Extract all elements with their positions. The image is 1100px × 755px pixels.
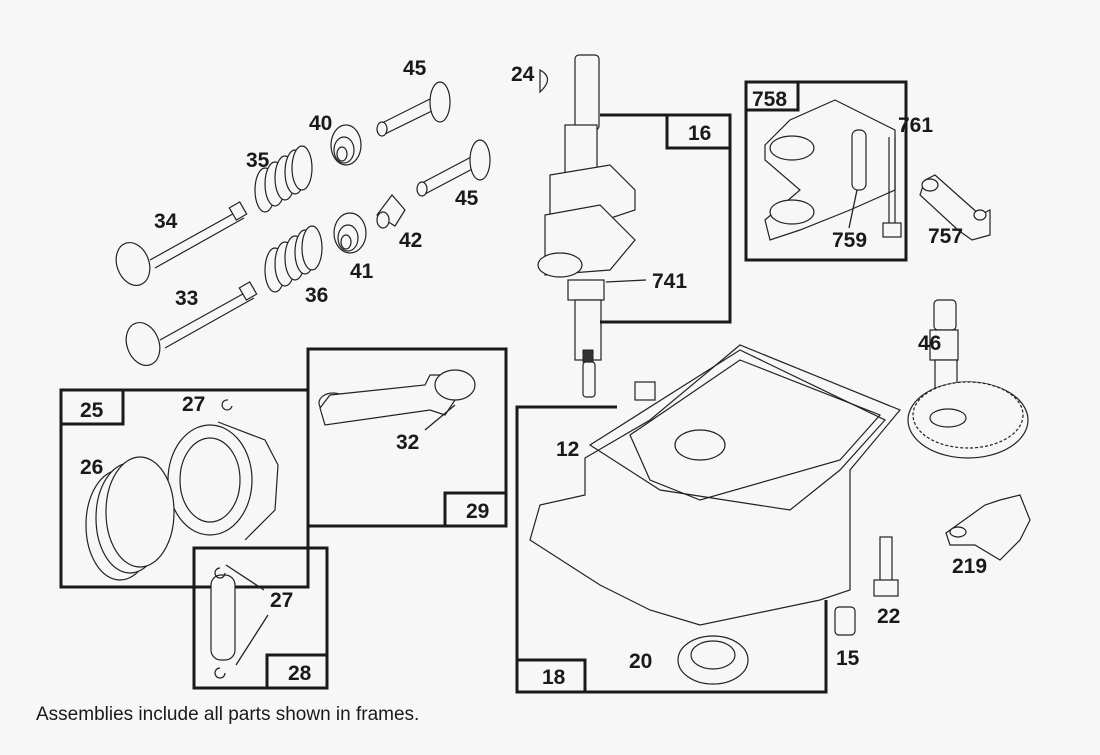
label-219: 219 — [952, 555, 987, 578]
connecting-rod — [318, 369, 476, 431]
valve-33 — [125, 281, 258, 366]
oil-fill-plug — [634, 381, 656, 401]
piston-rings-26 — [85, 456, 175, 581]
label-45-right: 45 — [455, 187, 479, 210]
spring-36 — [264, 225, 323, 293]
drain-plug-15 — [834, 606, 856, 636]
keeper-42 — [376, 194, 406, 229]
label-24: 24 — [511, 63, 535, 86]
frame-tag-28 — [265, 653, 329, 690]
spring-35 — [254, 145, 313, 213]
label-27-pin: 27 — [270, 589, 293, 612]
frame-label-758: 758 — [752, 88, 787, 111]
label-34: 34 — [154, 210, 178, 233]
label-26: 26 — [80, 456, 103, 479]
label-46: 46 — [918, 332, 941, 355]
governor-219 — [945, 494, 1031, 561]
frame-758 — [744, 80, 908, 262]
label-741: 741 — [652, 270, 687, 293]
label-42: 42 — [399, 229, 422, 252]
frame-tag-18 — [515, 658, 587, 694]
key-24 — [539, 68, 549, 94]
label-41: 41 — [350, 260, 374, 283]
label-12: 12 — [556, 438, 579, 461]
retainer-40 — [330, 124, 362, 166]
wrist-pin — [210, 564, 269, 679]
clip-27-top — [221, 399, 233, 411]
frame-label-25: 25 — [80, 399, 104, 422]
retainer-41 — [333, 212, 367, 254]
label-40: 40 — [309, 112, 332, 135]
label-35: 35 — [246, 149, 270, 172]
pin-759 — [848, 129, 867, 229]
bolt-761 — [882, 137, 902, 238]
label-15: 15 — [836, 647, 860, 670]
frame-tag-758 — [744, 80, 800, 112]
frame-tag-25 — [59, 388, 125, 426]
valve-45-upper — [376, 81, 451, 137]
label-45-top: 45 — [403, 57, 427, 80]
frame-28 — [192, 546, 329, 690]
label-36: 36 — [305, 284, 328, 307]
gasket-12 — [588, 349, 886, 511]
frame-label-18: 18 — [542, 666, 566, 689]
link-757 — [919, 174, 991, 241]
bolt-22 — [873, 536, 899, 597]
caption-note: Assemblies include all parts shown in fr… — [36, 704, 420, 725]
label-757: 757 — [928, 225, 963, 248]
frame-label-16: 16 — [688, 122, 711, 145]
label-20: 20 — [629, 650, 652, 673]
frame-label-29: 29 — [466, 500, 489, 523]
piston — [167, 421, 279, 541]
camshaft-46 — [907, 299, 1029, 459]
valve-45-lower — [416, 139, 491, 197]
leader-741 — [605, 279, 647, 283]
seal-20 — [677, 635, 749, 685]
frame-tag-16 — [665, 113, 732, 150]
label-22: 22 — [877, 605, 900, 628]
label-759: 759 — [832, 229, 867, 252]
label-33: 33 — [175, 287, 198, 310]
frame-tag-29 — [443, 491, 508, 528]
frame-label-28: 28 — [288, 662, 312, 685]
crankshaft — [537, 54, 636, 398]
label-761: 761 — [898, 114, 933, 137]
counterweight-758 — [764, 99, 896, 241]
label-27-top: 27 — [182, 393, 205, 416]
sump-base — [529, 344, 901, 626]
frame-29 — [306, 347, 508, 528]
valve-34 — [115, 201, 248, 286]
frame-16 — [600, 113, 732, 324]
label-32: 32 — [396, 431, 419, 454]
